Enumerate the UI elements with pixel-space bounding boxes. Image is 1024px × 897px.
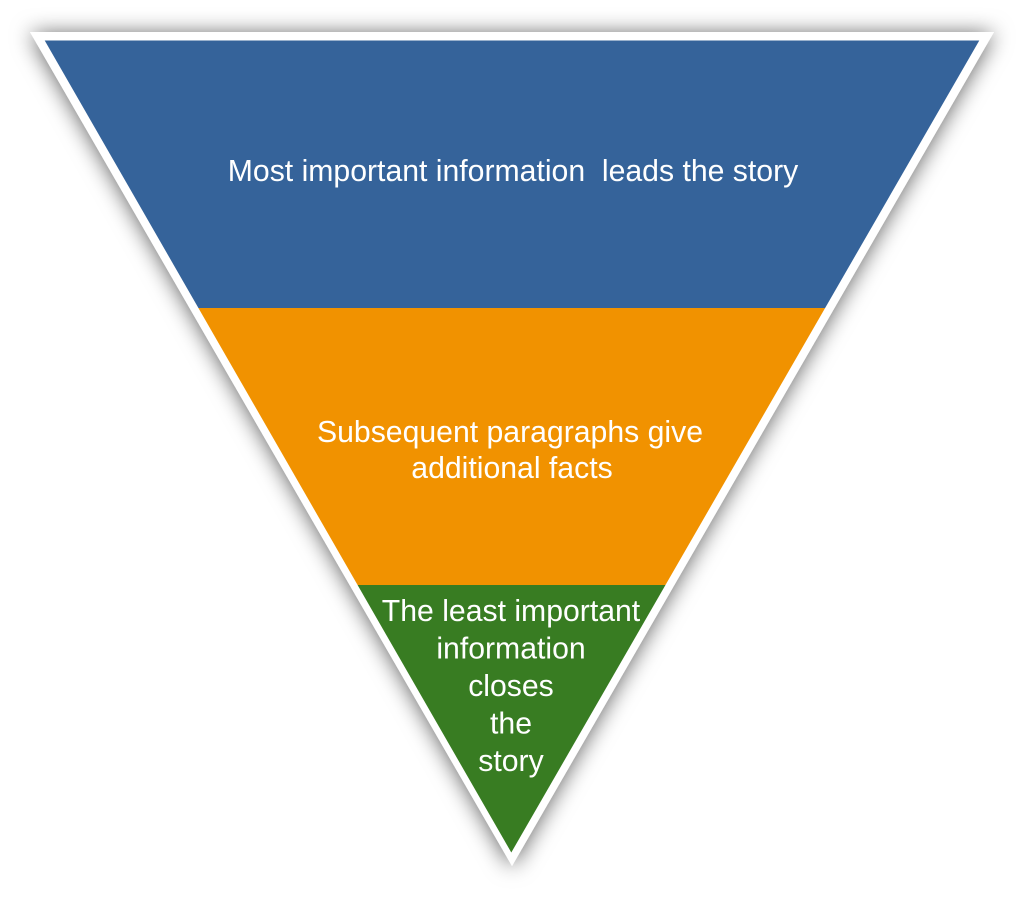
svg-text:Most important information le: Most important information leads the sto… [228,155,799,188]
svg-text:Subsequent paragraphs give: Subsequent paragraphs give [317,416,703,449]
svg-text:information: information [436,633,585,666]
svg-text:additional facts: additional facts [411,452,612,485]
svg-text:closes: closes [468,670,554,703]
svg-text:story: story [478,745,544,778]
svg-text:The least important: The least important [382,595,641,628]
svg-text:the: the [490,708,532,741]
